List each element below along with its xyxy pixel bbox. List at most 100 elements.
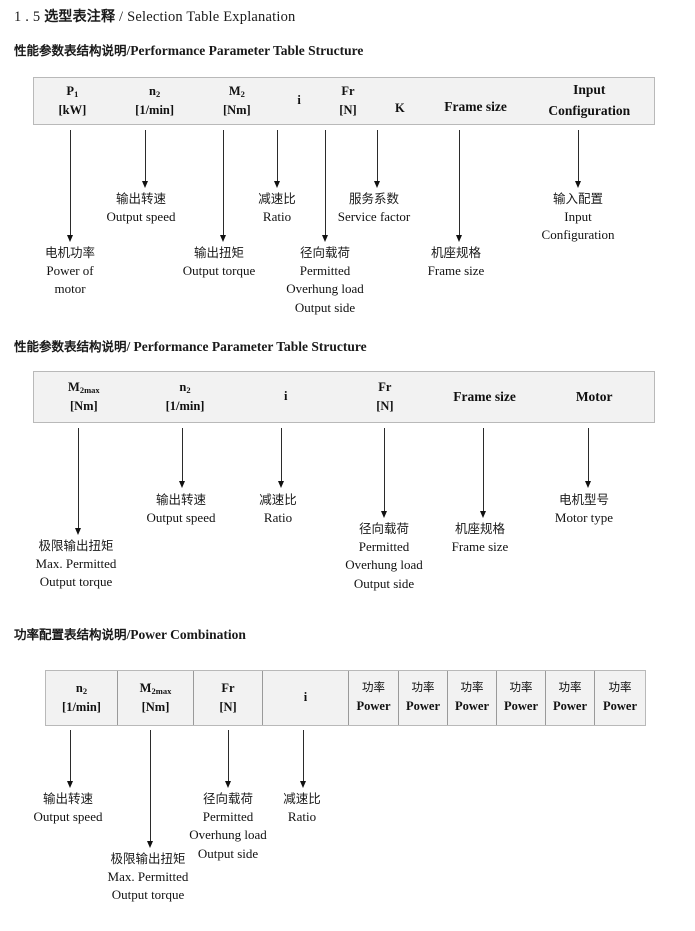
table3-col-power-2-cn: 功率 [411,680,435,695]
arrow-to-frame-size [455,130,464,242]
callout-output-speed-2: 输出转速 Output speed [135,491,227,527]
table3-col-power-6: 功率 Power [595,671,645,725]
table1-col-k-symbol: K [394,100,405,115]
table2-col-i-symbol: i [283,389,288,404]
table3-col-i: i [263,671,349,725]
table3-col-power-1-cn: 功率 [362,680,385,695]
section-heading-perf1: 性能参数表结构说明/Performance Parameter Table St… [14,40,363,59]
arrow-to-input-configuration [574,130,583,188]
table1-col-fr-unit: [N] [339,103,357,117]
table2-col-frame-size: Frame size [435,372,535,422]
section-heading-perf1-slash: / [126,43,131,58]
callout-input-configuration: 输入配置 Input Configuration [523,190,633,245]
callout-max-permitted-output-torque-3-cn: 极限输出扭矩 [110,851,186,866]
table1-col-n2-unit: [1/min] [135,103,175,117]
page-title-number: 1 . 5 [14,9,41,25]
callout-frame-size-2: 机座规格 Frame size [436,520,524,556]
section-heading-perf2-en: Performance Parameter Table Structure [133,339,367,354]
arrow-to-output-torque [219,130,228,242]
table2-col-fr: Fr [N] [335,372,435,422]
callout-max-permitted-output-torque-en-2: Output torque [39,574,113,590]
table3-col-m2max-symbol: M2max [139,680,172,696]
callout-ratio-3: 减速比 Ratio [265,790,339,826]
callout-permitted-overhung-load-2-en-2: Overhung load [345,557,423,573]
arrow-to-service-factor [373,130,382,188]
callout-motor-type: 电机型号 Motor type [535,491,633,527]
callout-output-torque-en-1: Output torque [182,262,256,278]
table2-col-m2max-symbol: M2max [68,379,100,395]
table3-col-power-5-en: Power [552,699,587,714]
arrow-to-frame-size-2 [479,428,488,518]
callout-permitted-overhung-load-3-en-2: Overhung load [189,827,267,843]
table1-col-n2: n2 [1/min] [111,78,199,124]
callout-service-factor-cn: 服务系数 [348,191,399,206]
table3-col-power-6-en: Power [602,699,637,714]
table1-col-n2-subscript: 2 [155,88,161,99]
section-heading-power-cn: 功率配置表结构说明 [14,627,127,642]
section-heading-perf1-cn: 性能参数表结构说明 [14,43,127,58]
arrow-to-permitted-overhung-load-2 [380,428,389,518]
table3-col-power-5-cn: 功率 [558,680,582,695]
callout-permitted-overhung-load-en-2: Overhung load [286,281,364,297]
arrow-to-motor-type [584,428,593,488]
callout-permitted-overhung-load-2-en-1: Permitted [358,538,410,554]
table2-col-n2-unit: [1/min] [165,399,205,413]
callout-ratio-2: 减速比 Ratio [240,491,316,527]
callout-ratio-2-cn: 减速比 [259,492,297,507]
table3-col-n2-unit: [1/min] [62,700,101,714]
section-heading-perf2-cn: 性能参数表结构说明 [14,339,127,354]
callout-permitted-overhung-load-2-cn: 径向载荷 [358,521,409,536]
callout-permitted-overhung-load: 径向载荷 Permitted Overhung load Output side [272,244,378,317]
table3-col-power-3-en: Power [454,699,489,714]
callout-power-of-motor-en-2: motor [54,281,86,297]
table3-col-power-1-en: Power [356,699,391,714]
callout-permitted-overhung-load-3: 径向载荷 Permitted Overhung load Output side [175,790,281,863]
table1-col-i: i [275,78,323,124]
table2-col-m2max-unit: [Nm] [69,399,98,413]
section-heading-perf2: 性能参数表结构说明/ Performance Parameter Table S… [14,336,367,355]
table1-col-fr-symbol: Fr [341,83,355,98]
table3-col-power-3-cn: 功率 [460,680,484,695]
table1-col-input-configuration-line1: Input [573,82,606,98]
callout-motor-type-en-1: Motor type [554,509,614,525]
callout-power-of-motor-cn: 电机功率 [44,245,95,260]
table1-col-m2-subscript: 2 [240,88,245,99]
arrow-to-output-speed-2 [178,428,187,488]
table2-col-frame-size-label: Frame size [453,388,516,404]
arrow-to-permitted-overhung-load-3 [224,730,233,788]
page-title-slash: / [119,9,124,25]
table2-col-i: i [236,372,335,422]
table3-col-power-4-en: Power [503,699,538,714]
callout-ratio-3-en-1: Ratio [287,808,317,824]
section-heading-power-slash: / [126,627,131,642]
table3-col-fr-unit: [N] [219,700,237,714]
section-heading-power-en: Power Combination [130,627,246,642]
table3-col-power-4-cn: 功率 [509,680,533,695]
table1-col-m2-symbol: M2 [228,83,245,99]
table1-col-p1-symbol: P1 [66,83,79,99]
table3-col-power-4: 功率 Power [497,671,546,725]
table2-col-m2max-subscript: 2max [79,384,100,395]
performance-parameter-table-2: M2max [Nm] n2 [1/min] i Fr [N] Frame siz… [33,371,655,423]
table2-col-m2max: M2max [Nm] [34,372,134,422]
callout-ratio: 减速比 Ratio [237,190,317,226]
power-combination-table: n2 [1/min] M2max [Nm] Fr [N] i 功率 Power … [45,670,646,726]
callout-output-speed-cn: 输出转速 [115,191,166,206]
table1-col-p1-subscript: 1 [74,88,79,99]
callout-input-configuration-en-2: Configuration [541,227,615,243]
section-heading-perf1-en: Performance Parameter Table Structure [130,43,364,58]
table3-col-power-5: 功率 Power [546,671,595,725]
section-heading-power: 功率配置表结构说明/Power Combination [14,624,246,643]
table2-col-motor-label: Motor [575,388,613,404]
callout-permitted-overhung-load-3-en-1: Permitted [202,808,254,824]
callout-output-torque-cn: 输出扭矩 [193,245,244,260]
callout-output-torque: 输出扭矩 Output torque [173,244,265,280]
table1-col-p1: P1 [kW] [34,78,111,124]
table1-col-fr: Fr [N] [323,78,373,124]
callout-output-speed-3-cn: 输出转速 [42,791,93,806]
callout-permitted-overhung-load-en-1: Permitted [299,262,351,278]
table3-col-power-3: 功率 Power [448,671,497,725]
table1-col-frame-size-label: Frame size [444,99,507,115]
table1-col-input-configuration-line2: Configuration [548,103,631,118]
callout-ratio-3-cn: 减速比 [283,791,321,806]
